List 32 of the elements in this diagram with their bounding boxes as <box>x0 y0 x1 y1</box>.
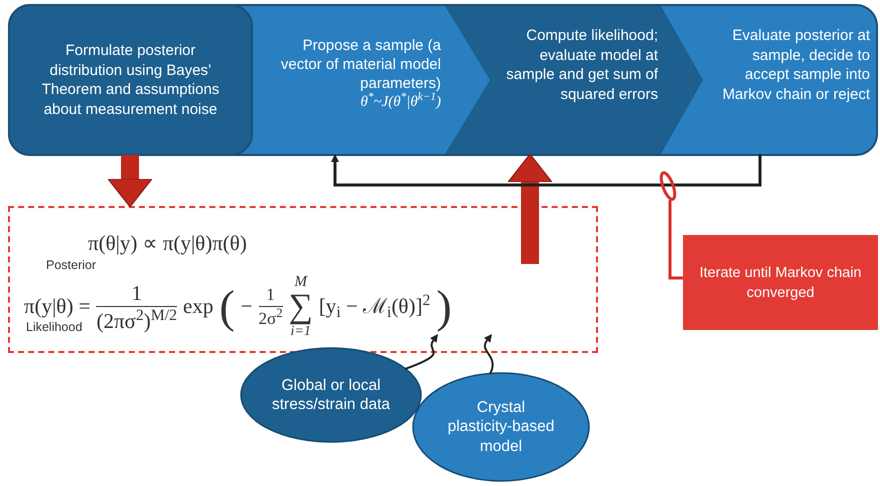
note-text: Iterate until Markov chain converged <box>698 264 862 302</box>
formula-text: π(y|θ) = <box>24 293 90 320</box>
denominator: (2πσ$^{2}$)$^{M/2}$ <box>96 306 178 334</box>
arrow <box>484 333 494 374</box>
note-box <box>683 235 878 330</box>
denominator: 2σ$^{2}$ <box>258 306 283 330</box>
ellipse-text: Global or local stress/strain data <box>270 376 392 414</box>
formula-text: [y$_{i}$ − ℳ$_{i}$(θ)]$^{2}$ <box>318 291 430 323</box>
step-text: Compute likelihood; evaluate model at sample and get sum of squared errors <box>506 27 658 102</box>
formula-label: Likelihood <box>26 319 82 336</box>
numerator: 1 <box>258 284 283 306</box>
formula-text: i=1 <box>290 324 311 340</box>
parenthesis: ) <box>436 282 452 332</box>
step-text: Propose a sample (a vector of material model parameters) <box>280 36 441 92</box>
block-arrow <box>108 155 152 208</box>
arrow <box>331 154 762 186</box>
parenthesis: ( <box>219 282 235 332</box>
formula-text: π(θ|y) ∝ π(y|θ)π(θ) <box>88 230 247 257</box>
step-text: Formulate posterior distribution using Bayes’ Theorem and assumptions about measurement noise <box>40 41 220 119</box>
formula-text: − <box>240 293 253 320</box>
numerator: 1 <box>96 280 178 306</box>
leader-line <box>660 171 683 280</box>
formula-label: Posterior <box>46 257 96 274</box>
step-text: Evaluate posterior at sample, decide to accept sample into Markov chain or reject <box>722 27 870 102</box>
sum-sign: ∑ <box>288 290 313 324</box>
rounded-step <box>8 4 253 156</box>
formula-text: θ$^{*}$~J(θ$^{*}$|θ$^{k−1}$) <box>360 93 441 112</box>
formula-text: exp <box>183 293 214 320</box>
block-arrow <box>508 154 552 264</box>
arrow <box>404 333 438 370</box>
formula-text: M <box>294 274 307 290</box>
ellipse-text: Crystal plasticity-based model <box>446 398 556 456</box>
